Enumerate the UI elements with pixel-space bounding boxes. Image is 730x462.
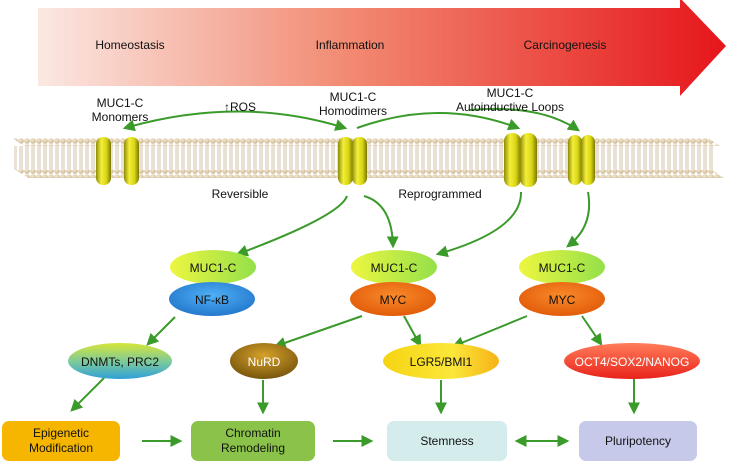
arrow-mycr-lgr5 [451,315,528,348]
arrow-to-muc1c-left [235,195,348,257]
arrow-nfkb-dnmts [146,316,176,346]
stage-inflammation: Inflammation [315,38,385,52]
muc1c-oval-left [170,250,256,284]
arrow-loop2 [469,107,580,132]
muc1c-monomer-left [96,137,111,185]
epigenetic-label: Epigenetic Modification [28,426,94,455]
muc1c-oval-right [519,250,605,284]
pluripotency-box [579,421,697,461]
label-ros: ↑ROS [223,100,256,114]
cell-membrane [12,138,724,178]
muc1c-homodimer [338,137,367,185]
progression-arrow [38,0,726,96]
muc1c-oval-mid [351,250,437,284]
arrow-to-muc1c-mid [363,195,399,249]
muc1c-label-right: MUC1-C [538,260,586,275]
dnmts-oval [68,343,172,379]
muc1c-label-mid: MUC1-C [370,260,418,275]
stemness-label: Stemness [420,433,474,448]
arrow-myc-lgr5 [403,315,422,348]
label-monomers: MUC1-C Monomers [91,96,149,124]
arrow-loop1-to-muc1c [435,191,523,258]
oct4-label: OCT4/SOX2/NANOG [574,354,690,369]
label-homodimers: MUC1-C Homodimers [318,90,387,118]
label-reversible: Reversible [211,187,269,201]
nurd-oval [230,343,298,379]
label-loops: MUC1-C Autoinductive Loops [455,86,565,114]
muc1c-dimer-loop1 [504,133,537,187]
myc-oval-right [519,282,605,316]
lgr5-oval [383,343,499,379]
chromatin-label: Chromatin Remodeling [220,426,286,455]
pathway-arrows [70,107,640,447]
arrow-loop2-to-muc1c [566,191,591,248]
myc-oval-mid [350,282,436,316]
arrow-ros [122,110,348,132]
muc1c-monomer-right [124,137,139,185]
myc-label-mid: MYC [379,292,407,307]
dnmts-label: DNMTs, PRC2 [80,354,159,369]
arrow-dnmts-epigenetic [70,377,105,412]
stage-homeostasis: Homeostasis [95,38,165,52]
oct4-oval [564,343,700,379]
label-reprogrammed: Reprogrammed [398,187,482,201]
stemness-box [387,421,507,461]
muc1c-dimer-loop2 [568,135,595,185]
nfkb-oval [169,282,255,316]
myc-label-right: MYC [548,292,576,307]
arrow-myc-nurd [273,315,363,349]
muc1c-label-left: MUC1-C [189,260,237,275]
nurd-label: NuRD [247,354,281,369]
lgr5-label: LGR5/BMI1 [409,354,473,369]
nfkb-label: NF-κB [195,292,229,307]
stage-carcinogenesis: Carcinogenesis [523,38,607,52]
chromatin-box [191,421,315,461]
epigenetic-box [2,421,120,461]
arrow-mycr-oct4 [581,315,603,346]
arrow-loop1 [356,112,521,131]
pluripotency-label: Pluripotency [604,433,672,448]
